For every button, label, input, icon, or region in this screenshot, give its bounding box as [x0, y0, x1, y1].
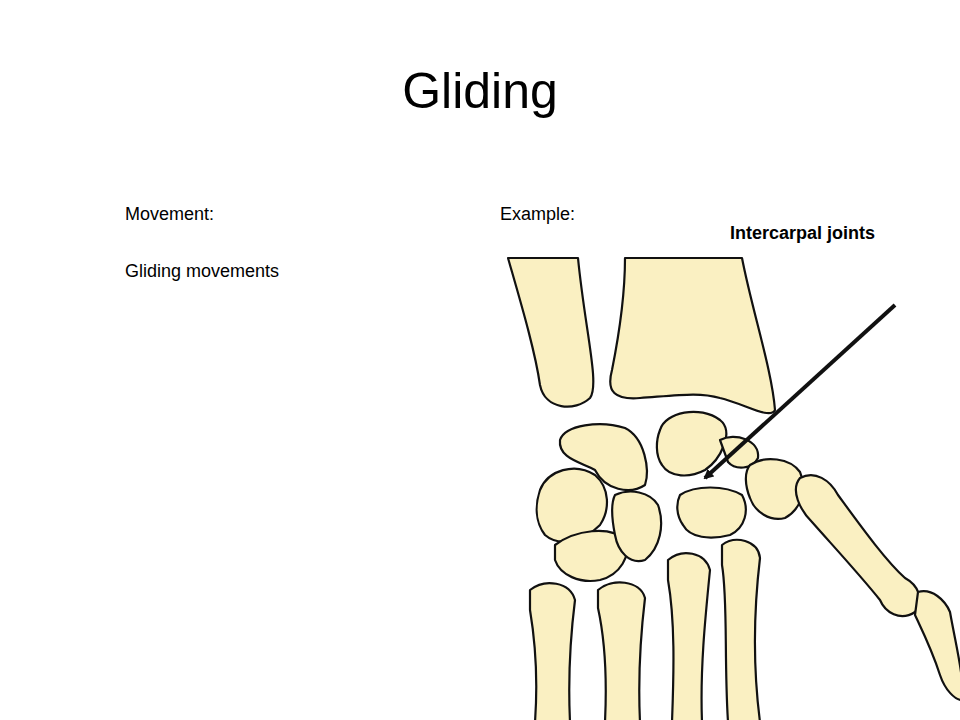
carpal	[612, 492, 661, 561]
field-label: Movement:	[125, 204, 214, 225]
metacarpal	[668, 553, 710, 720]
ulna	[508, 258, 593, 407]
radius	[610, 258, 775, 413]
field-label: Example:	[500, 204, 575, 225]
example-label: Intercarpal joints	[730, 223, 875, 244]
metacarpal	[722, 540, 760, 720]
carpal	[746, 459, 803, 519]
field-value: Gliding movements	[125, 261, 279, 282]
carpal	[677, 488, 745, 538]
slide-title: Gliding	[0, 62, 960, 120]
metacarpal	[598, 582, 645, 720]
pointer-arrow	[705, 305, 895, 478]
thumb-metacarpal	[796, 475, 920, 616]
metacarpal	[530, 583, 575, 720]
thumb-phalanx	[915, 591, 960, 700]
